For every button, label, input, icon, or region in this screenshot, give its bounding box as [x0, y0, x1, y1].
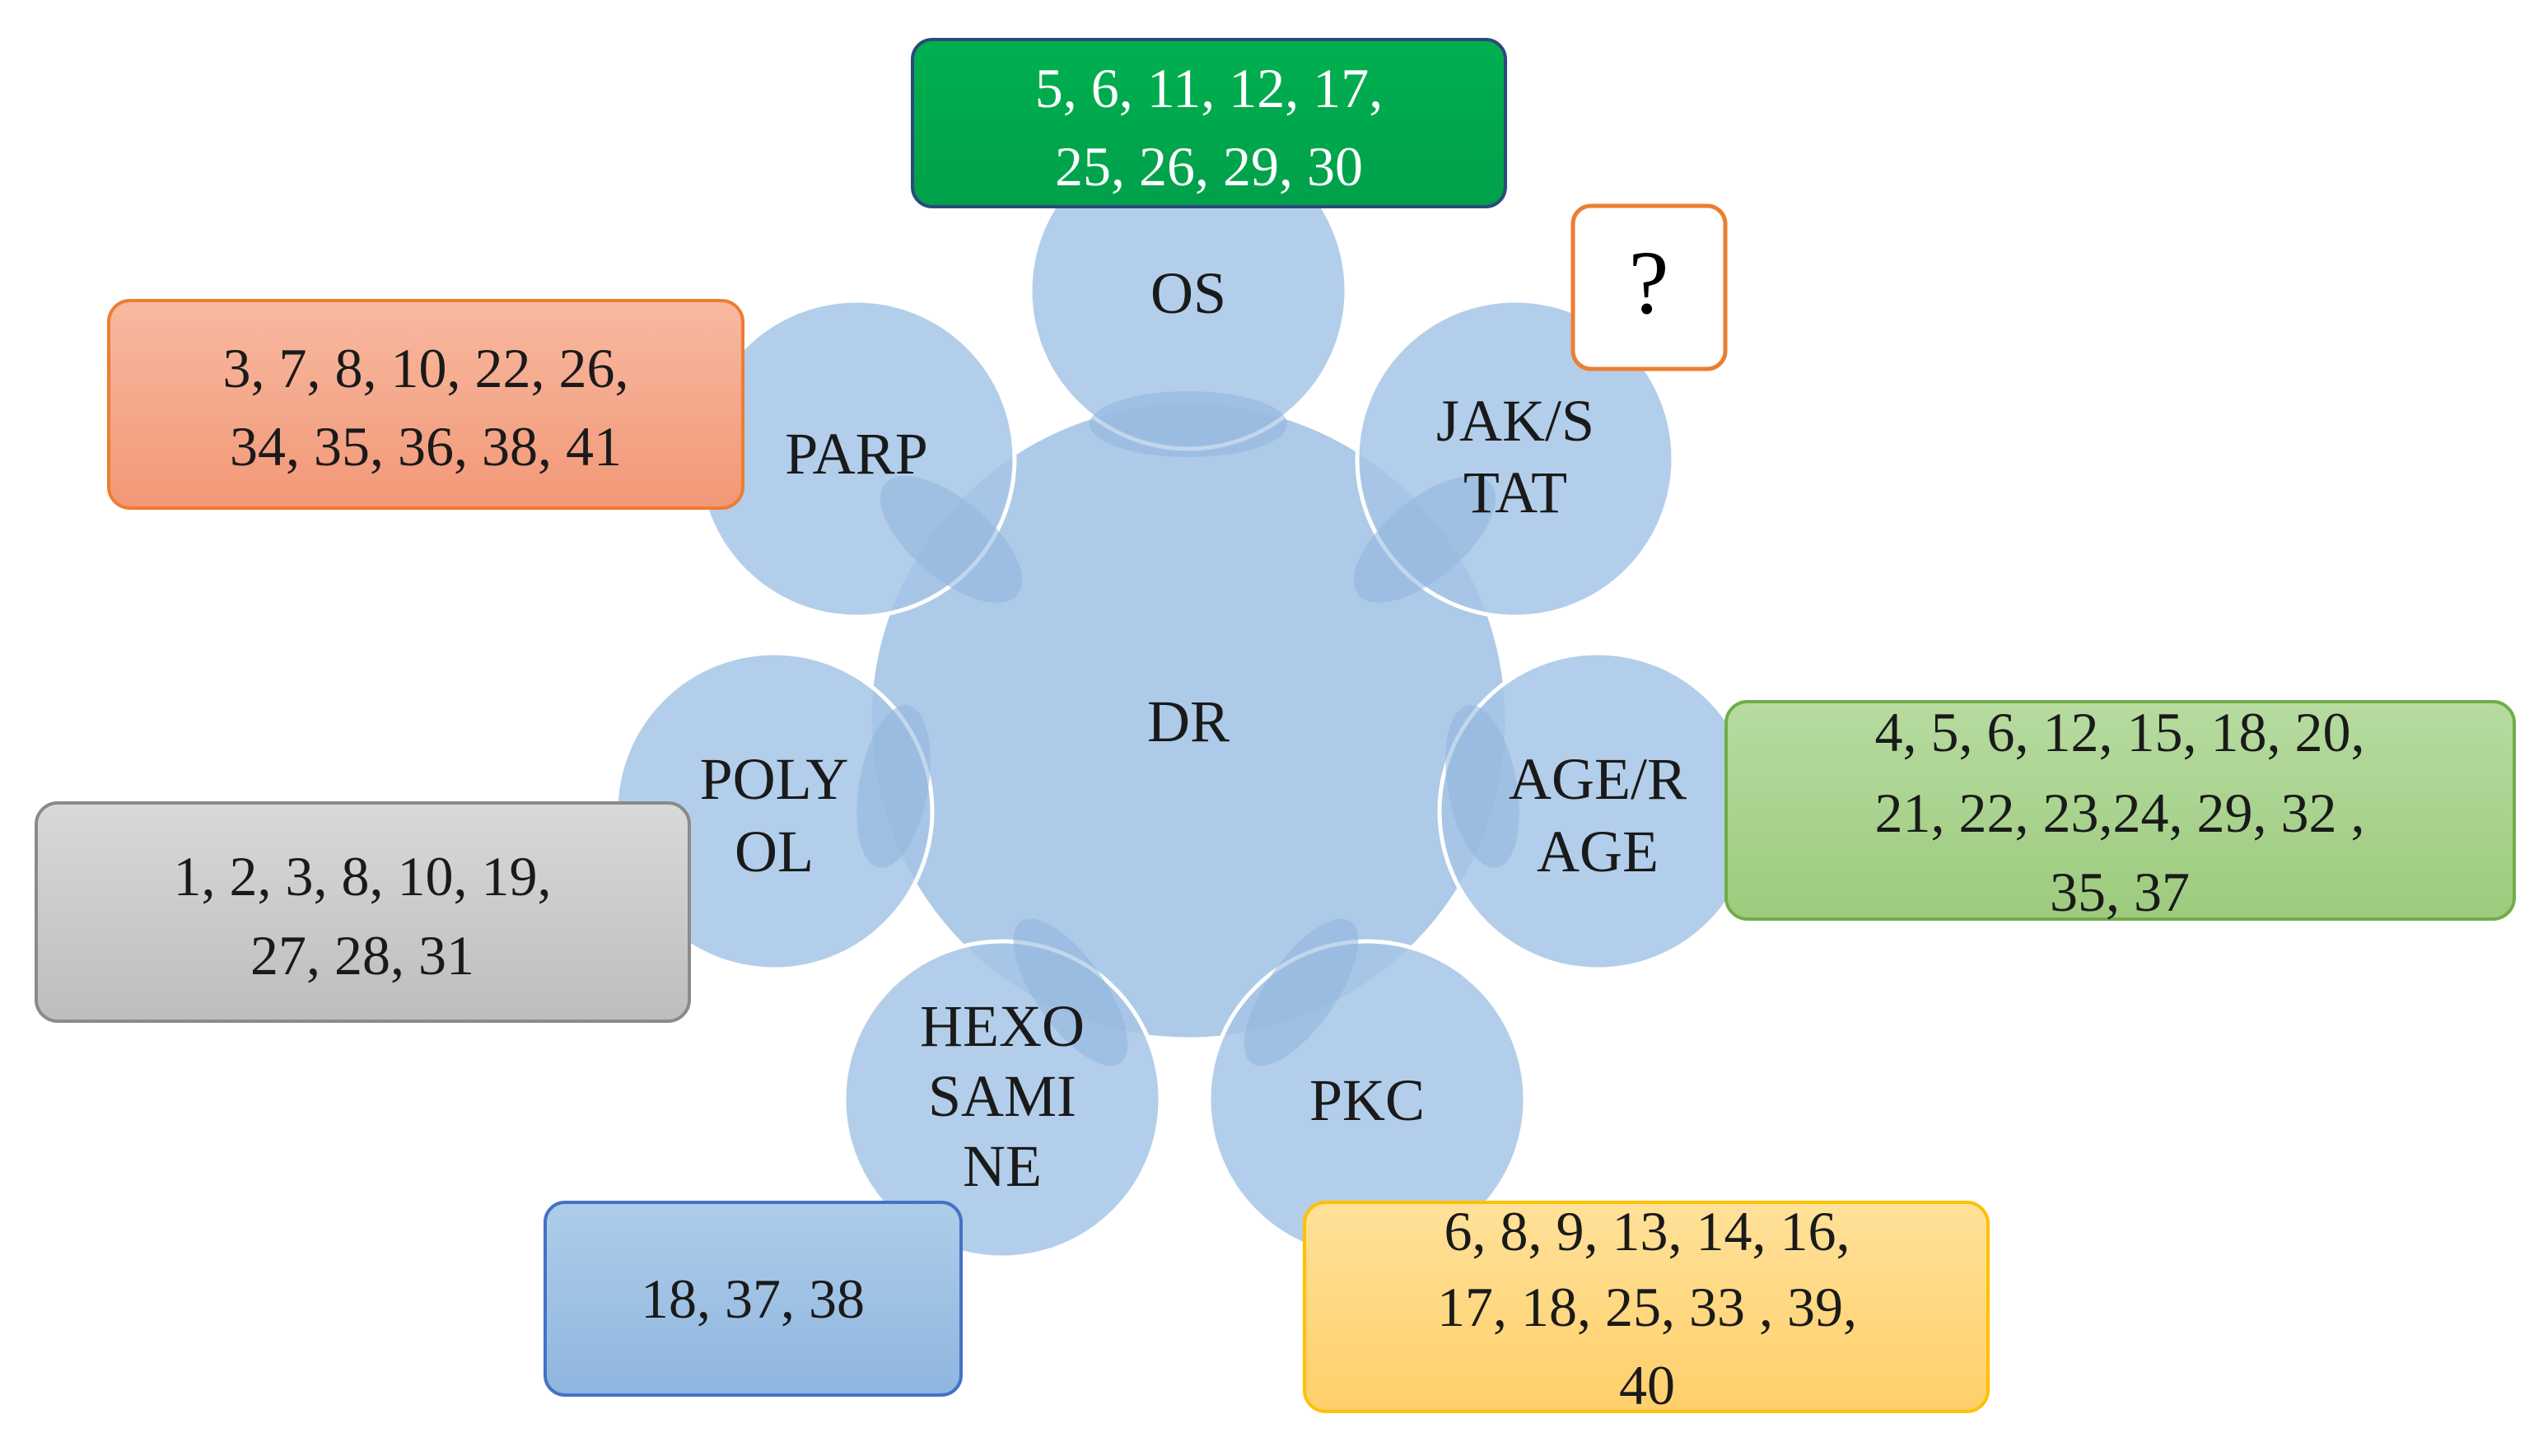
age-rage-label-line2: AGE [1537, 819, 1659, 884]
parp-references-line1: 3, 7, 8, 10, 22, 26, [223, 337, 629, 399]
os-references-line2: 25, 26, 29, 30 [1055, 135, 1363, 198]
pkc-label: PKC [1309, 1067, 1425, 1133]
hexosamine-label-line3: NE [963, 1133, 1042, 1199]
os-references-line1: 5, 6, 11, 12, 17, [1035, 57, 1383, 119]
pkc-references-line3: 40 [1619, 1354, 1675, 1416]
os-label: OS [1150, 260, 1226, 326]
pkc-references-box: 6, 8, 9, 13, 14, 16, 17, 18, 25, 33 , 39… [1303, 1200, 1990, 1416]
jak-stat-references-line1: ? [1629, 232, 1669, 333]
pkc-references-line1: 6, 8, 9, 13, 14, 16, [1444, 1200, 1850, 1262]
center-label: DR [1147, 688, 1230, 754]
jak-stat-references-box: ? [1570, 203, 1728, 371]
jak-stat-label-line2: TAT [1463, 460, 1567, 525]
age-rage-references-line3: 35, 37 [2050, 861, 2190, 923]
hexosamine-references-box: 18, 37, 38 [544, 1201, 963, 1397]
age-rage-references-line1: 4, 5, 6, 12, 15, 18, 20, [1875, 701, 2365, 763]
age-rage-references-line2: 21, 22, 23,24, 29, 32 , [1875, 782, 2365, 844]
age-rage-references-box: 4, 5, 6, 12, 15, 18, 20, 21, 22, 23,24, … [1724, 700, 2516, 923]
polyol-label-line2: OL [735, 819, 814, 884]
parp-references-line2: 34, 35, 36, 38, 41 [230, 415, 622, 478]
pkc-references-line2: 17, 18, 25, 33 , 39, [1437, 1276, 1857, 1338]
polyol-references-line2: 27, 28, 31 [250, 924, 474, 987]
parp-label: PARP [785, 421, 928, 487]
polyol-label-line1: POLY [700, 746, 849, 812]
age-rage-label-line1: AGE/R [1509, 746, 1687, 812]
hexosamine-label-line1: HEXO [920, 993, 1085, 1059]
overlap-regions [856, 391, 1519, 1066]
os-references-box: 5, 6, 11, 12, 17, 25, 26, 29, 30 [911, 38, 1507, 208]
hexosamine-references-line1: 18, 37, 38 [641, 1267, 865, 1330]
polyol-references-line1: 1, 2, 3, 8, 10, 19, [174, 845, 552, 908]
jak-stat-label-line1: JAK/S [1436, 388, 1594, 454]
parp-references-box: 3, 7, 8, 10, 22, 26, 34, 35, 36, 38, 41 [107, 299, 744, 510]
hexosamine-label-line2: SAMI [928, 1063, 1076, 1129]
polyol-references-box: 1, 2, 3, 8, 10, 19, 27, 28, 31 [35, 801, 691, 1023]
